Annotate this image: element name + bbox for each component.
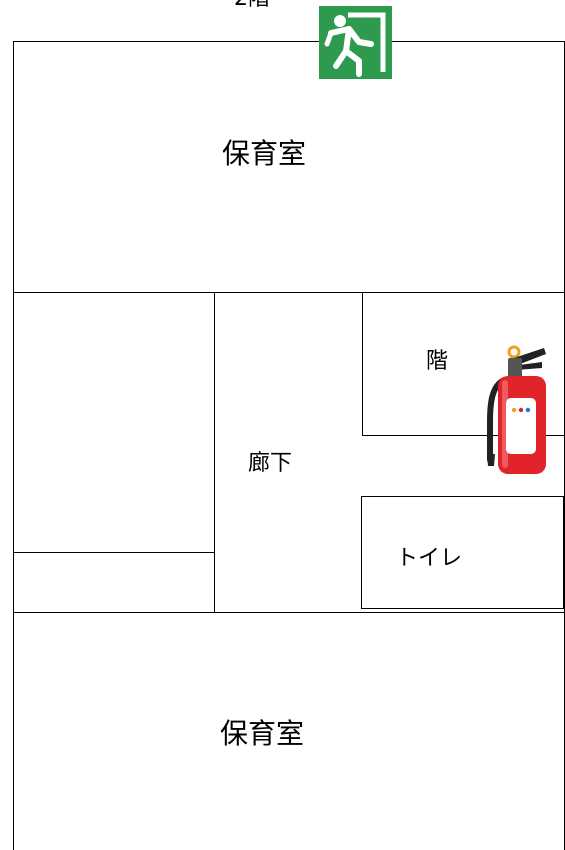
wall-toilet-left (361, 496, 362, 609)
room-label-corridor: 廊下 (248, 451, 293, 476)
wall-stairs-bottom (362, 435, 565, 436)
wall-corridor-left (214, 292, 215, 612)
wall-top (13, 41, 565, 42)
floor-title: 2階 (234, 0, 270, 12)
room-label-top-nursery: 保育室 (222, 137, 307, 170)
wall-left-room-split (13, 552, 215, 553)
wall-left (13, 41, 14, 850)
wall-divider-lower (13, 612, 565, 613)
wall-toilet-bottom (361, 608, 564, 609)
room-label-toilet: トイレ (396, 546, 463, 571)
wall-toilet-top (361, 496, 564, 497)
fire-extinguisher-icon (487, 345, 546, 474)
wall-divider-upper (13, 292, 565, 293)
room-label-bottom-nursery: 保育室 (220, 717, 305, 750)
emergency-exit-icon (319, 6, 392, 79)
room-label-stairs: 階 (426, 349, 449, 374)
wall-toilet-right (563, 496, 564, 609)
wall-stairs-left (362, 292, 363, 436)
